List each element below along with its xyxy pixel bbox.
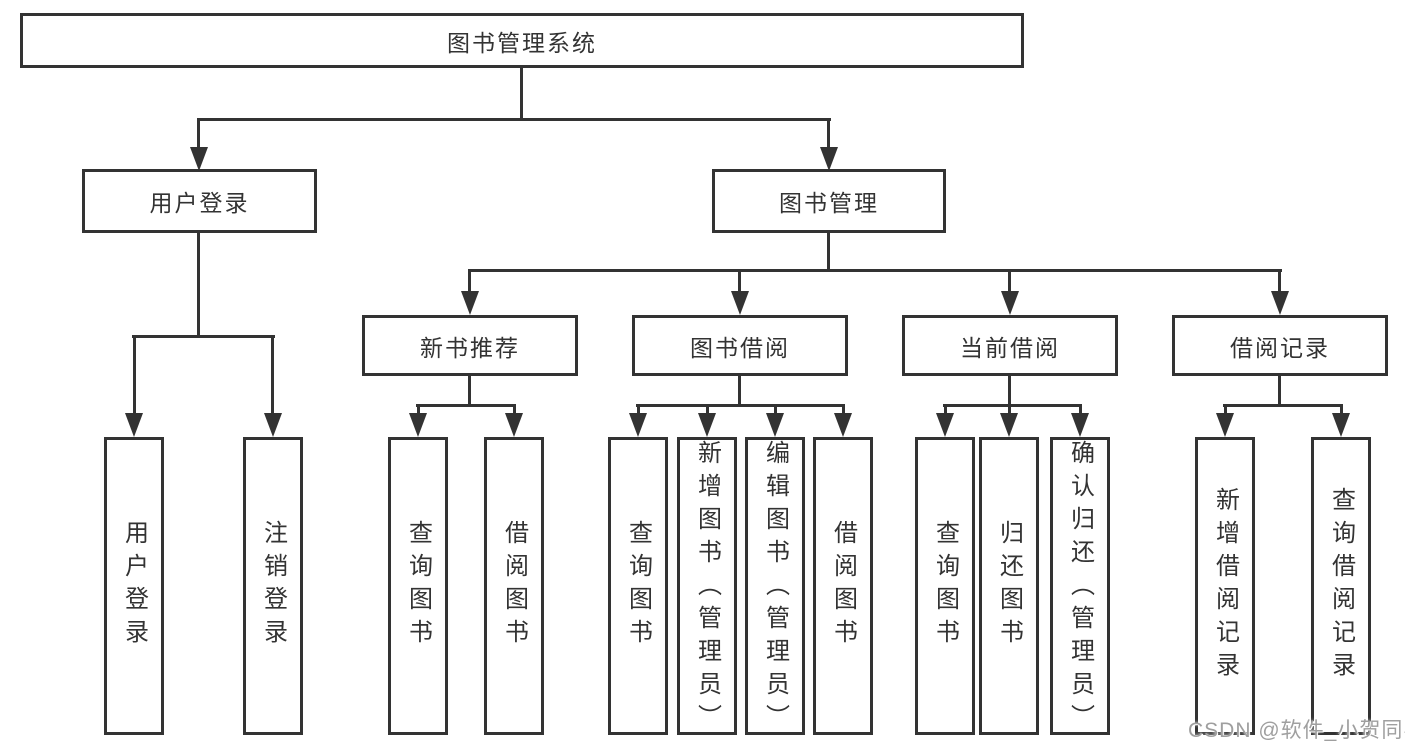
connector-line	[417, 404, 420, 416]
arrowhead-icon	[1071, 413, 1089, 437]
leaf-edit-book-admin: 编辑图书（管理员）	[745, 437, 805, 737]
leaf-add-book-admin-label: 新增图书（管理员）	[693, 440, 721, 737]
connector-line	[271, 335, 274, 415]
arrowhead-icon	[1000, 413, 1018, 437]
leaf-add-borrow-record-label: 新增借阅记录	[1211, 487, 1239, 685]
arrowhead-icon	[1271, 291, 1289, 315]
node-root-label: 图书管理系统	[447, 29, 597, 56]
connector-root-stem	[520, 68, 523, 120]
arrowhead-icon	[834, 413, 852, 437]
node-book-borrow-label: 图书借阅	[690, 334, 790, 361]
arrowhead-icon	[505, 413, 523, 437]
leaf-user-login-label: 用户登录	[120, 520, 148, 652]
leaf-borrow-book: 借阅图书	[813, 437, 873, 735]
leaf-borrow-book-label: 借阅图书	[829, 520, 857, 652]
leaf-logout-label: 注销登录	[259, 520, 287, 652]
node-book-management-label: 图书管理	[779, 190, 879, 216]
connector-line	[1278, 374, 1281, 406]
node-new-book-recommend: 新书推荐	[362, 315, 578, 376]
connector-line	[827, 233, 830, 269]
leaf-confirm-return-admin: 确认归还（管理员）	[1050, 437, 1110, 737]
leaf-add-book-admin: 新增图书（管理员）	[677, 437, 737, 737]
connector-line	[774, 404, 777, 416]
connector-line	[416, 404, 516, 407]
connector-line	[197, 233, 200, 335]
connector-line	[468, 269, 471, 293]
arrowhead-icon	[629, 413, 647, 437]
connector-line	[1223, 404, 1343, 407]
connector-line	[1079, 404, 1082, 416]
leaf-query-book-borrow: 查询图书	[608, 437, 668, 735]
arrowhead-icon	[820, 147, 838, 171]
watermark: CSDN @软件_小贺同学	[1188, 719, 1405, 742]
arrowhead-icon	[698, 413, 716, 437]
leaf-edit-book-admin-label: 编辑图书（管理员）	[761, 440, 789, 737]
arrowhead-icon	[409, 413, 427, 437]
connector-line	[1224, 404, 1227, 416]
arrowhead-icon	[1332, 413, 1350, 437]
connector-line	[636, 404, 845, 407]
leaf-query-book-current-label: 查询图书	[931, 520, 959, 652]
arrowhead-icon	[264, 413, 282, 437]
leaf-add-borrow-record: 新增借阅记录	[1195, 437, 1255, 735]
node-book-borrow: 图书借阅	[632, 315, 848, 376]
leaf-query-book-recommend: 查询图书	[388, 437, 448, 735]
connector-line	[513, 404, 516, 416]
connector-line	[468, 374, 471, 406]
node-user-login-label: 用户登录	[149, 190, 250, 216]
leaf-return-book: 归还图书	[979, 437, 1039, 735]
leaf-borrow-book-recommend-label: 借阅图书	[500, 520, 528, 652]
connector-line	[133, 335, 136, 415]
connector-line	[738, 269, 741, 293]
node-borrow-records-label: 借阅记录	[1230, 334, 1330, 361]
node-new-book-recommend-label: 新书推荐	[420, 334, 520, 361]
leaf-query-borrow-record-label: 查询借阅记录	[1327, 487, 1355, 685]
leaf-user-login: 用户登录	[104, 437, 164, 735]
connector-line	[842, 404, 845, 416]
arrowhead-icon	[461, 291, 479, 315]
arrowhead-icon	[190, 147, 208, 171]
arrowhead-icon	[1216, 413, 1234, 437]
connector-line	[827, 118, 830, 150]
connector-line	[132, 335, 275, 338]
connector-level1-bar	[197, 118, 831, 121]
connector-line	[197, 118, 200, 150]
connector-line	[1278, 269, 1281, 293]
leaf-query-book-recommend-label: 查询图书	[404, 520, 432, 652]
connector-line	[1340, 404, 1343, 416]
node-user-login: 用户登录	[82, 169, 317, 233]
leaf-query-book-current: 查询图书	[915, 437, 975, 735]
node-current-borrow-label: 当前借阅	[960, 334, 1060, 361]
node-current-borrow: 当前借阅	[902, 315, 1118, 376]
connector-line	[1008, 404, 1011, 416]
connector-line	[943, 404, 1082, 407]
connector-level2-bar	[468, 269, 1282, 272]
node-book-management: 图书管理	[712, 169, 946, 233]
connector-line	[1008, 269, 1011, 293]
connector-line	[637, 404, 640, 416]
connector-line	[738, 374, 741, 406]
arrowhead-icon	[731, 291, 749, 315]
leaf-confirm-return-admin-label: 确认归还（管理员）	[1066, 440, 1094, 737]
connector-line	[944, 404, 947, 416]
arrowhead-icon	[936, 413, 954, 437]
connector-line	[706, 404, 709, 416]
leaf-query-book-borrow-label: 查询图书	[624, 520, 652, 652]
node-borrow-records: 借阅记录	[1172, 315, 1388, 376]
arrowhead-icon	[125, 413, 143, 437]
connector-line	[1008, 374, 1011, 406]
arrowhead-icon	[1001, 291, 1019, 315]
leaf-query-borrow-record: 查询借阅记录	[1311, 437, 1371, 735]
arrowhead-icon	[766, 413, 784, 437]
node-root: 图书管理系统	[20, 13, 1024, 68]
leaf-logout: 注销登录	[243, 437, 303, 735]
leaf-return-book-label: 归还图书	[995, 520, 1023, 652]
leaf-borrow-book-recommend: 借阅图书	[484, 437, 544, 735]
